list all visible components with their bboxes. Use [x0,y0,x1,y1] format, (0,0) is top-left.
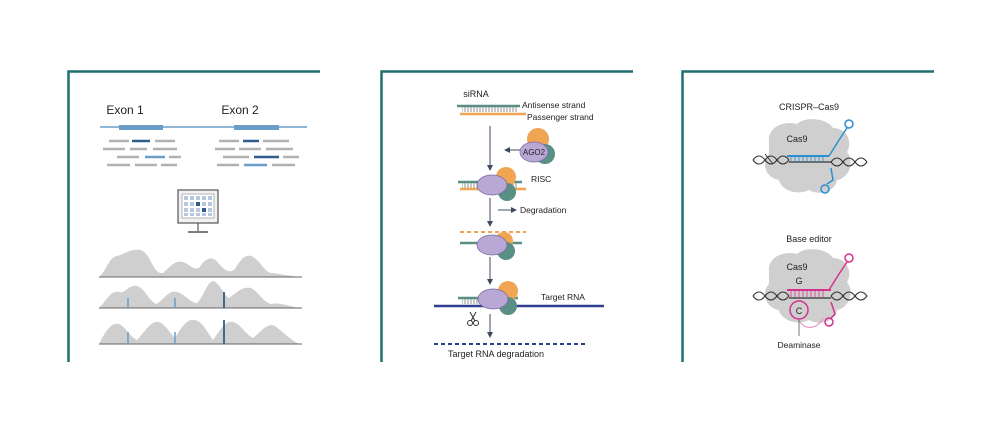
target-dna [752,155,868,167]
c-label: C [796,306,803,316]
be-target-dna [752,291,868,301]
target-degradation-label: Target RNA degradation [448,349,544,359]
risc-complex [458,167,526,201]
sirna-label: siRNA [463,89,489,99]
arrow-head [487,221,493,227]
computer-monitor-icon [177,189,219,233]
panel-frame [67,70,320,362]
crispr-title: CRISPR–Cas9 [779,102,839,112]
target-binding [434,281,604,315]
sirna-panel: siRNA Antisense strand Passenger strand … [380,70,633,362]
be-cas9-label: Cas9 [786,262,807,272]
be-sgrna-scaffold [824,253,854,327]
rnaseq-diagram: Exon 1 Exon 2 [67,70,320,362]
arrow-head [511,207,517,213]
crispr-diagram: CRISPR–Cas9 Cas9 Base editor Cas9 G [681,70,934,362]
cas9-label: Cas9 [786,134,807,144]
exon2-label: Exon 2 [221,103,259,117]
coverage-track-3 [99,319,299,344]
exon1-label: Exon 1 [106,103,144,117]
base-editor-title: Base editor [786,234,832,244]
coverage-tracks [99,249,302,345]
crispr-panel: CRISPR–Cas9 Cas9 Base editor Cas9 G [681,70,934,362]
exon1-box [119,125,163,130]
deaminase-domain [789,300,809,320]
sequencing-reads [103,139,299,167]
panel-frame [380,70,633,362]
cut-mark [764,153,774,165]
panel-frame [681,70,934,362]
arrow-head [487,279,493,285]
passenger-label: Passenger strand [527,112,594,122]
ago2-complex: AGO2 [519,128,555,164]
guide-pairs [790,156,824,162]
ago2-label: AGO2 [523,148,546,157]
be-cas9-protein [764,249,851,323]
sgrna-scaffold [820,119,854,194]
activated-risc [460,231,526,260]
exon2-box [234,125,279,130]
arrow-head [487,332,493,338]
coverage-track-1 [99,249,299,277]
sirna-diagram: siRNA Antisense strand Passenger strand … [380,70,633,362]
base-pairs [462,107,518,112]
be-guide-pairs [790,290,824,297]
antisense-label: Antisense strand [522,100,586,110]
arrow-head [487,165,493,171]
scissors-icon [467,311,479,326]
arrow-head [504,147,510,153]
risc-label: RISC [531,174,551,184]
coverage-track-2 [99,281,299,308]
target-rna-label: Target RNA [541,292,585,302]
degradation-label: Degradation [520,205,567,215]
rnaseq-panel: Exon 1 Exon 2 [67,70,320,362]
g-label: G [795,276,802,286]
deaminase-label: Deaminase [778,340,821,350]
deaminase-linker [798,317,824,328]
